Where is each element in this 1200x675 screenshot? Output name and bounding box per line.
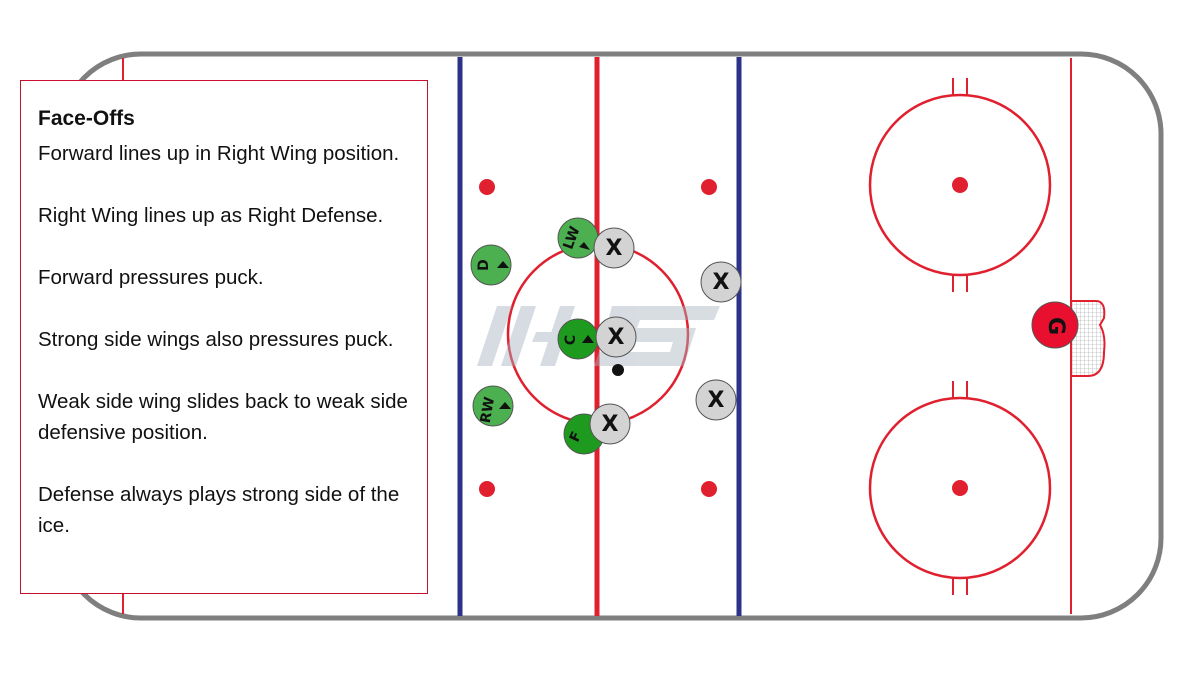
goal-net (1070, 300, 1106, 377)
note-6: Defense always plays strong side of the … (38, 483, 400, 537)
player-rw: RW (472, 385, 514, 427)
svg-text:X: X (713, 270, 730, 295)
player-c-label: C (563, 335, 579, 345)
neutral-dot-top-left (479, 179, 495, 195)
opponent-x-4: X (695, 379, 737, 421)
svg-text:X: X (608, 325, 625, 350)
opponent-x-5: X (589, 403, 631, 445)
note-4: Strong side wings also pressures puck. (38, 328, 394, 351)
player-goalie-label: G (1043, 317, 1068, 335)
svg-text:X: X (602, 412, 619, 437)
player-lw: LW (557, 217, 599, 259)
neutral-dot-bottom-right (701, 481, 717, 497)
player-rw-label: RW (478, 396, 498, 425)
svg-text:X: X (606, 236, 623, 261)
neutral-dot-bottom-left (479, 481, 495, 497)
notes-title: Face-Offs (38, 107, 135, 130)
neutral-dot-top-right (701, 179, 717, 195)
svg-text:X: X (708, 388, 725, 413)
note-2: Right Wing lines up as Right Defense. (38, 204, 384, 227)
player-c: C (557, 318, 599, 360)
right-top-faceoff-circle (868, 78, 1052, 292)
note-5: Weak side wing slides back to weak side … (38, 390, 408, 444)
player-d: D (470, 244, 512, 286)
notes-panel: Face-Offs Forward lines up in Right Wing… (20, 80, 428, 594)
right-bottom-faceoff-circle (868, 381, 1052, 595)
note-1: Forward lines up in Right Wing position. (38, 142, 400, 165)
puck (612, 364, 624, 376)
opponent-x-1: X (593, 227, 635, 269)
opponent-x-2: X (700, 261, 742, 303)
opponent-x-3: X (595, 316, 637, 358)
note-3: Forward pressures puck. (38, 266, 264, 289)
player-d-label: D (476, 259, 492, 271)
player-lw-label: LW (561, 224, 584, 251)
player-goalie: G (1031, 301, 1079, 349)
